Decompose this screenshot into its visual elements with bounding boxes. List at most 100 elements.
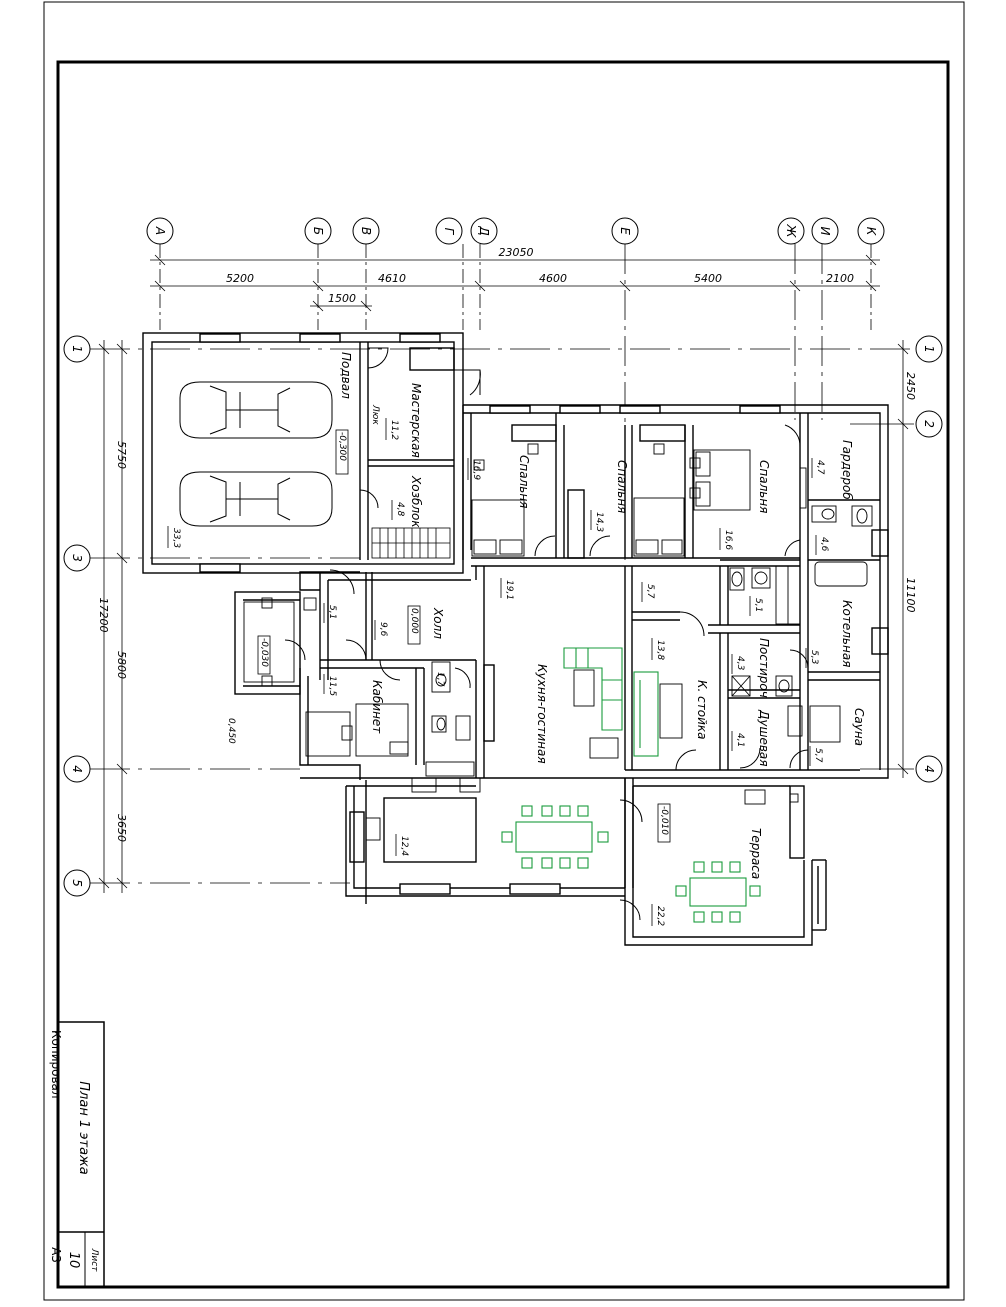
area-terrasa: 22,2 [655, 906, 665, 926]
outer-sheet-frame [43, 1, 965, 1301]
dim-top-total: 23050 [499, 246, 534, 259]
dim-top-seg-3: 4600 [539, 272, 567, 285]
axis-bubble-zh [777, 217, 805, 245]
area-sanuzel: 5,1 [753, 598, 763, 612]
dim-top-seg-2: 4610 [378, 272, 406, 285]
stairs-icon [371, 527, 451, 559]
room-kotelnaya: Котельная [840, 600, 854, 667]
area-wc: 1,7 [435, 672, 445, 687]
area-sauna: 5,7 [813, 748, 823, 763]
format-label: А3 [49, 1247, 63, 1263]
axis-label-k: К [864, 227, 878, 236]
bed-icon [355, 703, 409, 757]
wardrobe-rail [799, 467, 807, 509]
area-kitchen: 19,1 [504, 580, 514, 600]
terrace-table-icon [689, 877, 747, 907]
room-postir: Постироч [757, 638, 771, 698]
doors [284, 347, 809, 921]
dim-left-seg-1: 5750 [115, 441, 128, 469]
axis-label-d: Д [477, 225, 491, 235]
inner-drawing-frame [56, 60, 950, 1289]
car-icons [179, 381, 333, 527]
dining-table-icon [515, 821, 593, 853]
axis-bubble-i [811, 217, 839, 245]
area-postir: 4,3 [735, 656, 745, 671]
axis-bubble-v [352, 217, 380, 245]
axis-bubble-a [146, 217, 174, 245]
car-icon [179, 381, 333, 439]
room-labels: Подвал Люк Мастерская Хозблок Спальня Сп… [339, 352, 866, 879]
room-hall: Холл [431, 607, 445, 639]
car-icon [179, 471, 333, 527]
sheet-number: 10 [66, 1252, 81, 1269]
area-kotelnaya: 5,3 [809, 650, 819, 665]
axis-label-v: В [359, 227, 373, 235]
sheet-label: Лист [89, 1248, 99, 1273]
area-garage: 33,3 [171, 528, 181, 548]
area-hall: 9,6 [378, 622, 388, 637]
bathtub-icon [814, 561, 868, 587]
area-porch: -0,030 [259, 638, 269, 667]
area-marks: 33,3 -0,300 11,2 4,8 16,9 14,3 16,6 4,7 … [171, 420, 829, 926]
dim-top-seg-5: 2100 [826, 272, 854, 285]
area-garderob: 4,7 [815, 460, 825, 475]
axis-label-1-left: 1 [70, 345, 84, 353]
area-hall-level: 0,000 [409, 608, 419, 634]
drawing-title: План 1 этажа [76, 1081, 91, 1174]
axis-bubble-g [435, 217, 463, 245]
dimension-lines [98, 254, 909, 893]
room-kitchen: Кухня-гостиная [535, 664, 549, 764]
room-spalnya-3: Спальня [757, 460, 771, 513]
area-bath: 4,6 [819, 537, 829, 552]
copied-label: Копировал [49, 1030, 63, 1099]
axis-label-b: Б [311, 227, 325, 235]
axis-label-3-left: 3 [70, 554, 84, 562]
desk-icon [305, 711, 351, 757]
room-sauna: Сауна [852, 708, 866, 746]
bed-icon [471, 499, 525, 557]
axis-label-1-right: 1 [922, 345, 936, 353]
room-hozblok: Хозблок [409, 475, 423, 528]
axis-bubble-k [857, 217, 885, 245]
dim-left-total: 17200 [97, 598, 110, 633]
bed-icon [693, 449, 751, 511]
axis-label-5-left: 5 [70, 879, 84, 887]
axis-label-4-left: 4 [70, 765, 84, 773]
area-terrasa-level: -0,010 [659, 806, 669, 835]
walls [142, 332, 889, 946]
area-yard: 0,450 [226, 718, 236, 744]
room-garderob: Гардероб [840, 440, 854, 500]
axis-label-i: И [818, 227, 832, 236]
room-lyuk: Люк [370, 404, 380, 425]
dim-top-seg-1: 5200 [226, 272, 254, 285]
green-furniture [501, 647, 761, 923]
axis-label-a: А [153, 226, 167, 235]
dim-top-sub: 1500 [328, 292, 356, 305]
area-koridor: 5,7 [645, 584, 655, 599]
sofa-icon [633, 671, 659, 757]
room-masterskaya: Мастерская [409, 383, 423, 458]
room-dushevaya: Душевая [757, 709, 771, 766]
number-axes: 1 3 4 5 1 2 4 [63, 335, 943, 897]
room-spalnya-1: Спальня [517, 455, 531, 508]
axis-bubble-d [470, 217, 498, 245]
furniture [243, 443, 873, 841]
room-kstolb: К. стойка [695, 680, 709, 739]
area-tambur: 5,1 [327, 605, 337, 619]
axis-label-4-right: 4 [922, 765, 936, 773]
area-dush: 4,1 [735, 733, 745, 747]
dim-right-seg: 2450 [904, 372, 917, 400]
area-dining: 12,4 [399, 836, 409, 856]
dim-left-seg-2: 5800 [115, 651, 128, 679]
area-garage-level: -0,300 [337, 432, 347, 461]
room-podval: Подвал [339, 352, 353, 399]
area-hozblok: 4,8 [395, 502, 405, 517]
axis-label-zh: Ж [784, 224, 798, 239]
axis-label-2-right: 2 [922, 420, 936, 428]
area-spalnya-3: 16,6 [723, 530, 733, 550]
room-kabinet: Кабинет [370, 680, 384, 734]
room-terrasa: Терраса [749, 828, 763, 879]
bed-icon [633, 497, 685, 557]
